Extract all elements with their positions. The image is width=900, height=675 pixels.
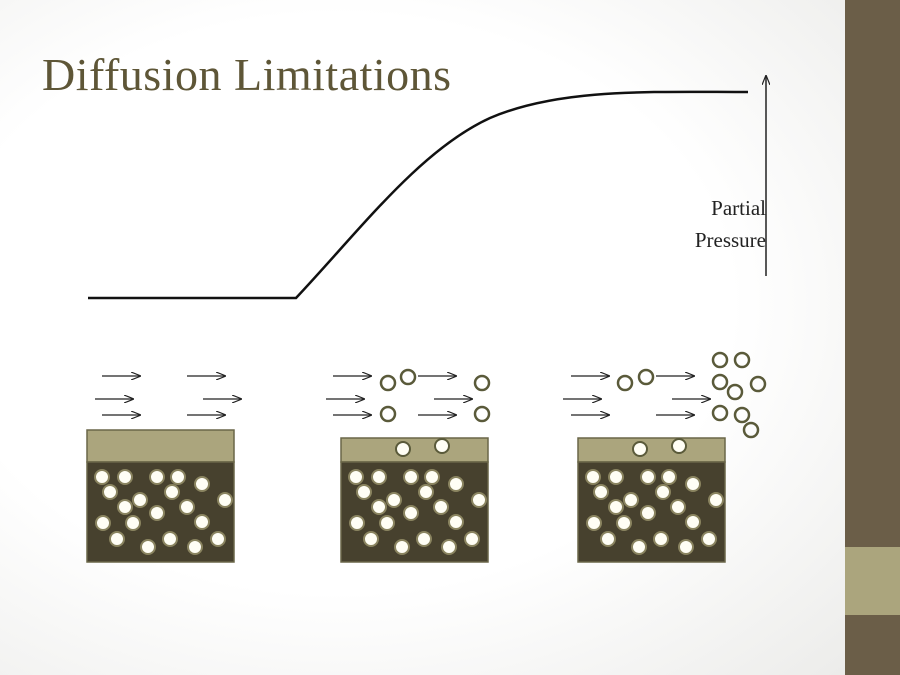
dissolved-molecule <box>418 484 434 500</box>
slide-title: Diffusion Limitations <box>42 49 452 100</box>
dissolved-molecule <box>403 505 419 521</box>
dissolved-molecule <box>631 539 647 555</box>
dissolved-molecule <box>464 531 480 547</box>
gas-molecule <box>379 405 397 423</box>
gas-molecule <box>711 404 729 422</box>
dissolved-molecule <box>640 505 656 521</box>
dissolved-molecule <box>210 531 226 547</box>
dissolved-molecule <box>140 539 156 555</box>
dissolved-molecule <box>701 531 717 547</box>
dissolved-molecule <box>117 499 133 515</box>
dissolved-molecule <box>164 484 180 500</box>
dissolved-molecule <box>608 469 624 485</box>
dissolved-molecule <box>363 531 379 547</box>
dissolved-molecule <box>371 469 387 485</box>
membrane-molecule <box>632 441 648 457</box>
dissolved-molecule <box>109 531 125 547</box>
dissolved-molecule <box>371 499 387 515</box>
gas-molecule <box>379 374 397 392</box>
gas-molecule <box>399 368 417 386</box>
dissolved-molecule <box>170 469 186 485</box>
dissolved-molecule <box>217 492 233 508</box>
dissolved-molecule <box>179 499 195 515</box>
dissolved-molecule <box>132 492 148 508</box>
dissolved-molecule <box>448 514 464 530</box>
dissolved-molecule <box>149 505 165 521</box>
dissolved-molecule <box>678 539 694 555</box>
gas-molecule <box>711 351 729 369</box>
dissolved-molecule <box>394 539 410 555</box>
membrane-molecule <box>395 441 411 457</box>
dissolved-molecule <box>670 499 686 515</box>
gas-molecule <box>616 374 634 392</box>
dissolved-molecule <box>356 484 372 500</box>
dissolved-molecule <box>348 469 364 485</box>
dissolved-molecule <box>416 531 432 547</box>
dissolved-molecule <box>616 515 632 531</box>
membrane-molecule <box>434 438 450 454</box>
gas-molecule <box>749 375 767 393</box>
dissolved-molecule <box>194 476 210 492</box>
dissolved-molecule <box>95 515 111 531</box>
dissolved-molecule <box>349 515 365 531</box>
dissolved-molecule <box>379 515 395 531</box>
dissolved-molecule <box>187 539 203 555</box>
gas-molecule <box>733 406 751 424</box>
gas-molecule <box>711 373 729 391</box>
dissolved-molecule <box>608 499 624 515</box>
axis-label-line1: Partial <box>711 196 766 220</box>
membrane-molecule <box>671 438 687 454</box>
axis-label: Partial Pressure <box>660 192 766 256</box>
dissolved-molecule <box>655 484 671 500</box>
dissolved-molecule <box>586 515 602 531</box>
dissolved-molecule <box>94 469 110 485</box>
dissolved-molecule <box>623 492 639 508</box>
dissolved-molecule <box>125 515 141 531</box>
dissolved-molecule <box>708 492 724 508</box>
dissolved-molecule <box>102 484 118 500</box>
gas-molecule <box>473 405 491 423</box>
dissolved-molecule <box>441 539 457 555</box>
panel-no-diffusion <box>86 376 241 563</box>
axis-label-line2: Pressure <box>694 228 766 252</box>
gas-molecule <box>742 421 760 439</box>
dissolved-molecule <box>593 484 609 500</box>
dissolved-molecule <box>433 499 449 515</box>
dissolved-molecule <box>386 492 402 508</box>
gas-molecule <box>726 383 744 401</box>
dissolved-molecule <box>640 469 656 485</box>
thick-membrane <box>86 429 235 463</box>
panel-saturated-diffusion <box>563 351 767 563</box>
dissolved-molecule <box>685 514 701 530</box>
dissolved-molecule <box>117 469 133 485</box>
thin-membrane <box>577 437 726 463</box>
dissolved-molecule <box>685 476 701 492</box>
dissolved-molecule <box>471 492 487 508</box>
dissolved-molecule <box>585 469 601 485</box>
partial-pressure-curve <box>88 90 749 300</box>
dissolved-molecule <box>403 469 419 485</box>
gas-molecule <box>733 351 751 369</box>
gas-molecule <box>637 368 655 386</box>
sidebar-accent <box>845 547 900 615</box>
panel-partial-diffusion <box>326 368 491 563</box>
dissolved-molecule <box>194 514 210 530</box>
dissolved-molecule <box>448 476 464 492</box>
dissolved-molecule <box>149 469 165 485</box>
dissolved-molecule <box>162 531 178 547</box>
dissolved-molecule <box>653 531 669 547</box>
thin-membrane <box>340 437 489 463</box>
dissolved-molecule <box>600 531 616 547</box>
gas-molecule <box>473 374 491 392</box>
dissolved-molecule <box>661 469 677 485</box>
dissolved-molecule <box>424 469 440 485</box>
